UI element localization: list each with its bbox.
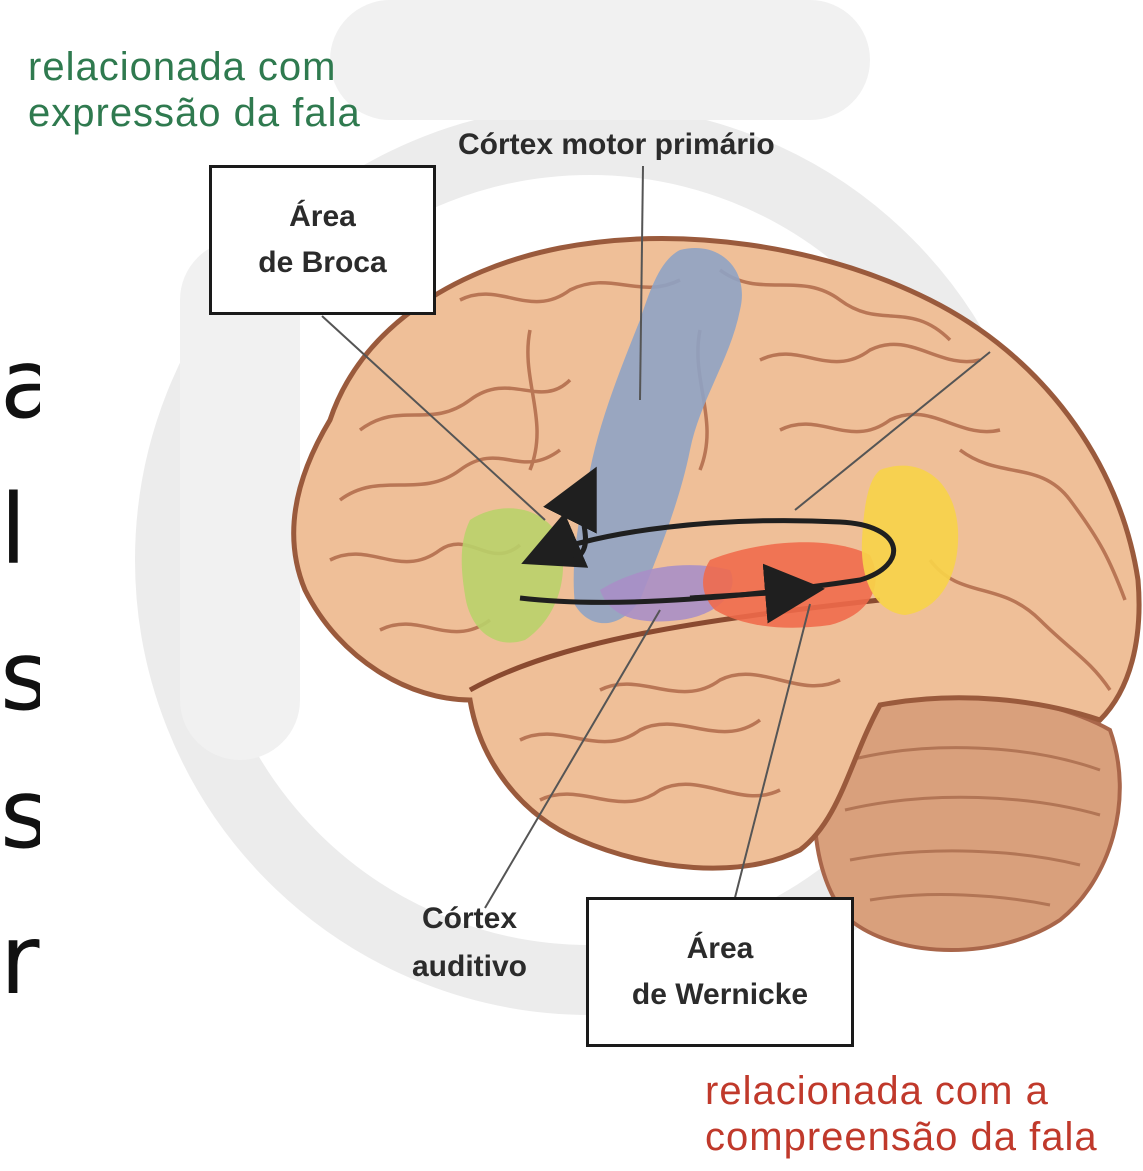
cropped-letter: s [0,620,40,732]
cropped-letter: l [0,474,27,586]
broca-area-box: Área de Broca [209,165,436,315]
wernicke-area-box: Área de Wernicke [586,897,854,1047]
angular-leader-line [794,351,991,511]
auditory-leader-line [484,609,661,909]
wernicke-note-line-2: compreensão da fala [705,1115,1098,1159]
broca-box-line-2: de Broca [258,246,387,279]
angular-gyrus-region [861,465,959,615]
broca-note-line-2: expressão da fala [28,91,361,135]
auditory-cortex-region [600,565,733,622]
motor-cortex-leader-line [639,165,644,401]
motor-cortex-label: Córtex motor primário [458,128,775,161]
cerebrum [291,236,1142,871]
broca-function-note: relacionada com expressão da fala [28,44,361,136]
auditory-cortex-label: Córtex auditivo [412,895,527,991]
up-to-motor-arrow [543,466,597,562]
wernicke-box-line-1: Área [686,931,754,965]
cerebellum-folds [844,746,1101,907]
cropped-text-column: a l s s r [0,0,40,1171]
wernicke-note-line-1: relacionada com a [705,1069,1049,1113]
auditory-label-line-1: Córtex [421,902,518,935]
wernicke-function-note: relacionada com a compreensão da fala [705,1068,1098,1160]
loop-arrow [519,512,897,605]
language-pathway-arrows [519,466,897,624]
broca-leader-line [321,315,546,521]
cropped-letter: r [0,904,40,1016]
wernicke-leader-line [727,603,811,926]
wernicke-region [703,542,876,628]
cropped-letter: a [0,328,40,440]
leader-lines [321,165,991,926]
broca-note-line-1: relacionada com [28,45,337,89]
cropped-letter: s [0,758,40,870]
auditory-to-wernicke-arrow [689,563,825,624]
brain-gyri [329,268,1127,804]
broca-box-line-1: Área [289,199,356,233]
wernicke-box-line-2: de Wernicke [631,978,809,1011]
motor-cortex-region [573,248,742,624]
auditory-label-line-2: auditivo [412,950,528,983]
